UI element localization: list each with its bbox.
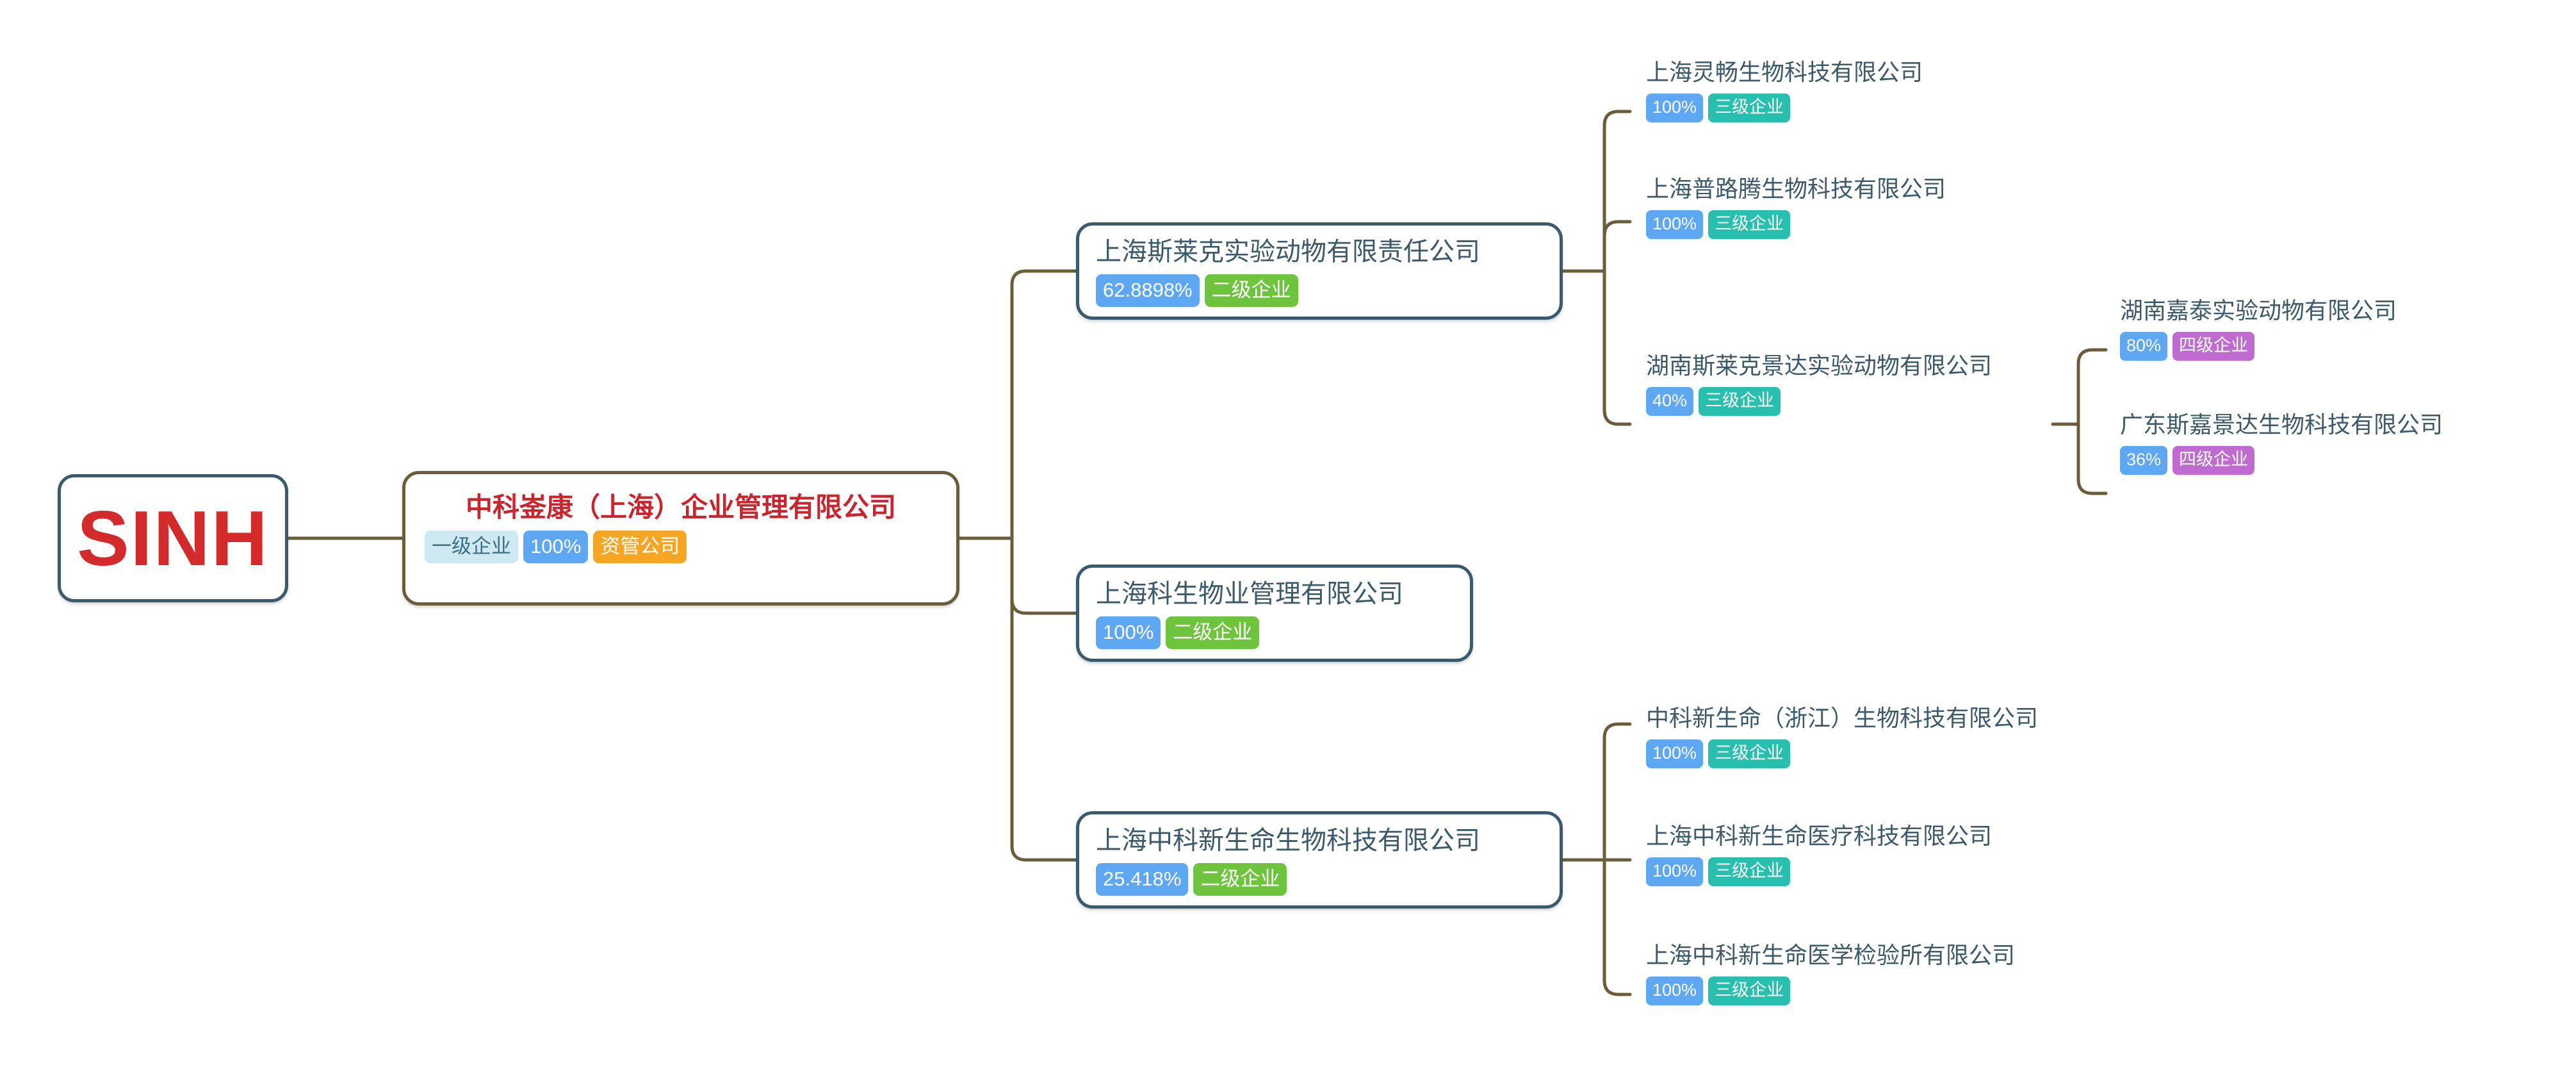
badge-row: 40% 三级企业 [1646,386,1992,416]
badge-ownership-percent: 100% [1646,210,1704,239]
node-title: 上海斯莱克实验动物有限责任公司 [1096,238,1480,266]
badge-ownership-percent: 100% [1646,739,1704,768]
badge-ownership-percent: 80% [2120,331,2168,361]
badge-enterprise-tier: 二级企业 [1204,274,1298,307]
node-title: 上海中科新生命医学检验所有限公司 [1646,942,2016,968]
sinh-logo-text: SINH [77,495,269,582]
node-level1-management-company[interactable]: 中科崟康（上海）企业管理有限公司 一级企业 100% 资管公司 [402,471,959,606]
link-spine-to-l2-2 [1010,844,1078,862]
node-title: 上海灵畅生物科技有限公司 [1646,59,1923,85]
badge-row: 62.8898% 二级企业 [1096,274,1543,307]
badge-enterprise-tier: 三级企业 [1708,93,1791,122]
badge-ownership-percent: 100% [523,530,589,563]
link-spine-to-l2-0 [1010,269,1078,287]
link-spine-to-l3-2 [1602,408,1632,426]
node-title: 上海中科新生命生物科技有限公司 [1096,827,1480,855]
badge-enterprise-tier: 三级企业 [1699,386,1781,416]
node-title: 上海科生物业管理有限公司 [1096,580,1403,608]
badge-enterprise-tier: 四级企业 [2172,331,2255,361]
badge-enterprise-tier: 二级企业 [1193,863,1287,896]
badge-ownership-percent: 62.8898% [1096,274,1200,307]
node-title: 上海中科新生命医疗科技有限公司 [1646,823,1993,849]
link-spine-to-l3-5 [1602,978,1632,996]
badge-ownership-percent: 100% [1646,976,1704,1005]
badge-ownership-percent: 100% [1096,616,1161,649]
node-title: 湖南斯莱克景达实验动物有限公司 [1646,352,1993,379]
node-level3-hunan-slac-jingda[interactable]: 湖南斯莱克景达实验动物有限公司 40% 三级企业 [1646,351,1992,416]
badge-enterprise-tier: 一级企业 [425,530,518,563]
badge-enterprise-tier: 三级企业 [1708,739,1791,768]
badge-company-type: 资管公司 [593,530,687,563]
badge-row: 100% 三级企业 [1646,93,1923,122]
link-spine-to-l3-0 [1602,110,1632,128]
badge-enterprise-tier: 二级企业 [1166,616,1260,649]
node-title: 湖南嘉泰实验动物有限公司 [2120,297,2397,324]
badge-ownership-percent: 100% [1646,857,1704,886]
node-level3-lingchang[interactable]: 上海灵畅生物科技有限公司 100% 三级企业 [1646,58,1923,122]
node-level3-zhejiang[interactable]: 中科新生命（浙江）生物科技有限公司 100% 三级企业 [1646,704,2038,768]
badge-row: 36% 四级企业 [2120,445,2443,475]
node-level3-puluteng[interactable]: 上海普路腾生物科技有限公司 100% 三级企业 [1646,174,1946,239]
node-level2-property-management[interactable]: 上海科生物业管理有限公司 100% 二级企业 [1076,565,1473,662]
badge-enterprise-tier: 四级企业 [2172,445,2255,475]
badge-row: 100% 三级企业 [1646,976,2015,1005]
badge-row: 25.418% 二级企业 [1096,863,1543,896]
badge-row: 80% 四级企业 [2120,331,2397,361]
node-level3-medical-tech[interactable]: 上海中科新生命医疗科技有限公司 100% 三级企业 [1646,821,1992,886]
badge-enterprise-tier: 三级企业 [1708,976,1791,1005]
badge-row: 100% 三级企业 [1646,739,2038,768]
badge-row: 一级企业 100% 资管公司 [425,530,937,563]
node-title: 上海普路腾生物科技有限公司 [1646,176,1946,202]
node-title: 广东斯嘉景达生物科技有限公司 [2120,411,2443,438]
link-spine-to-l4-0 [2076,348,2108,366]
node-title: 中科新生命（浙江）生物科技有限公司 [1646,705,2039,731]
badge-ownership-percent: 25.418% [1096,863,1189,896]
badge-enterprise-tier: 三级企业 [1708,210,1791,239]
link-spine-to-l2-1 [1010,597,1078,615]
node-title: 中科崟康（上海）企业管理有限公司 [465,492,896,522]
badge-row: 100% 三级企业 [1646,210,1946,239]
badge-row: 100% 二级企业 [1096,616,1453,649]
link-spine-to-l4-1 [2076,477,2108,495]
node-level4-guangdong-sijia[interactable]: 广东斯嘉景达生物科技有限公司 36% 四级企业 [2120,410,2443,475]
root-logo-node[interactable]: SINH [58,474,288,602]
badge-enterprise-tier: 三级企业 [1708,857,1791,886]
node-level2-slac[interactable]: 上海斯莱克实验动物有限责任公司 62.8898% 二级企业 [1076,222,1563,320]
node-level2-new-life[interactable]: 上海中科新生命生物科技有限公司 25.418% 二级企业 [1076,811,1563,909]
badge-ownership-percent: 100% [1646,93,1704,122]
badge-row: 100% 三级企业 [1646,857,1992,886]
node-level4-hunan-jiatai[interactable]: 湖南嘉泰实验动物有限公司 80% 四级企业 [2120,296,2397,361]
badge-ownership-percent: 40% [1646,386,1694,416]
badge-ownership-percent: 36% [2120,445,2168,475]
link-spine-to-l3-3 [1602,722,1632,740]
node-level3-medical-lab[interactable]: 上海中科新生命医学检验所有限公司 100% 三级企业 [1646,941,2015,1005]
link-spine-to-l3-1 [1602,220,1632,238]
